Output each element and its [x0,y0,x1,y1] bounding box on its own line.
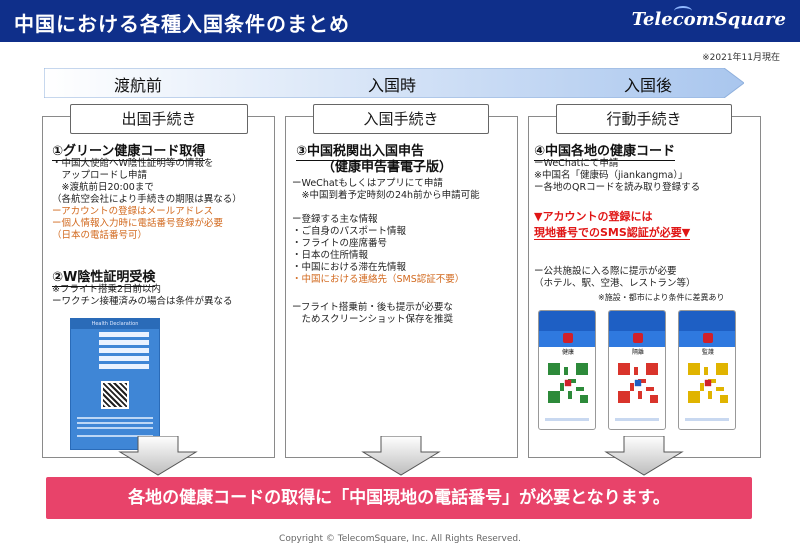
column-head-departure: 出国手続き [70,104,248,134]
status-badge-icon [563,333,573,343]
text-line: ・フライトの座席番号 [292,238,388,249]
text-line: ・中国における滞在先情報 [292,262,407,273]
text-line: ーワクチン接種済みの場合は条件が異なる [52,296,233,307]
page-header: 中国における各種入国条件のまとめ TelecomSquare [0,0,800,42]
phone-status-label: 健康 [561,349,574,356]
text-line: ・日本の住所情報 [292,250,369,261]
text-line: ※フライト搭乗2日前以内 [52,284,162,295]
section-title-customs-declaration: ③中国税関出入国申告 [296,144,425,161]
text-line: ーWeChatもしくはアプリにて申請 [292,178,443,189]
column-head-action: 行動手続き [556,104,732,134]
alert-line: ▼アカウントの登録には [534,210,653,223]
column-entry [285,116,518,458]
copyright-footer: Copyright © TelecomSquare, Inc. All Righ… [279,534,521,544]
summary-banner: 各地の健康コードの取得に「中国現地の電話番号」が必要となります。 [46,477,752,519]
phone-status-label: 隔離 [631,349,644,356]
health-code-phone-yellow: 監護 [678,310,736,430]
text-line: ※中国到着予定時刻の24h前から申請可能 [292,190,480,201]
health-declaration-image: Health Declaration [70,318,160,450]
text-line: ためスクリーンショット保存を推奨 [292,314,454,325]
text-line-orange: （日本の電話番号可） [52,230,148,241]
text-line: （各航空会社により手続きの期限は異なる） [52,194,242,205]
phase-on-arrival: 入国時 [368,76,417,95]
section-title-green-code: ①グリーン健康コード取得 [52,144,206,161]
timeline-arrow-shape [44,68,744,98]
text-line-note: ※施設・都市により条件に差異あり [598,293,725,302]
phase-after-arrival: 入国後 [624,76,673,95]
health-declaration-label: Health Declaration [71,319,159,329]
status-badge-icon [633,333,643,343]
timeline-arrow: 渡航前 入国時 入国後 [44,68,744,98]
alert-line: 現地番号でのSMS認証が必要▼ [534,226,691,240]
section-subtitle: （健康申告書電子版） [322,160,453,175]
text-line-orange: ・中国における連絡先（SMS認証不要） [292,274,465,285]
logo-swoosh-icon [674,6,692,16]
text-line: ーWeChatにて申請 [534,158,619,169]
page-title: 中国における各種入国条件のまとめ [14,12,350,36]
section-title-pcr-test: ②W陰性証明受検 [52,270,156,287]
health-code-phone-green: 健康 [538,310,596,430]
down-arrow-icon [604,436,684,476]
text-line: ー公共施設に入る際に提示が必要 [534,266,677,277]
status-badge-icon [703,333,713,343]
text-line: アップロードし申請 [52,170,148,181]
text-line: ー登録する主な情報 [292,214,378,225]
health-code-phone-red: 隔離 [608,310,666,430]
down-arrow-icon [361,436,441,476]
qr-code-icon [688,363,728,403]
column-head-entry: 入国手続き [313,104,489,134]
phone-status-label: 監護 [701,349,714,356]
text-line: ・ご自身のパスポート情報 [292,226,407,237]
text-line: （ホテル、駅、空港、レストラン等） [534,278,696,289]
text-line: ーフライト搭乗前・後も提示が必要な [292,302,453,313]
company-logo: TelecomSquare [631,9,786,30]
phase-before-travel: 渡航前 [114,76,163,95]
qr-code-icon [548,363,588,403]
text-line-orange: ー個人情報入力時に電話番号登録が必要 [52,218,224,229]
text-line: ・中国大使館へW陰性証明等の情報を [52,158,214,169]
as-of-date: ※2021年11月現在 [702,53,780,63]
text-line: ー各地のQRコードを読み取り登録する [534,182,701,193]
section-title-local-health-code: ④中国各地の健康コード [534,144,676,161]
text-line-orange: ーアカウントの登録はメールアドレス [52,206,214,217]
qr-code-icon [618,363,658,403]
text-line: ※渡航前日20:00まで [52,182,154,193]
down-arrow-icon [118,436,198,476]
qr-code-icon [101,381,129,409]
text-line: ※中国名「健康码（jiankangma）」 [534,170,688,181]
